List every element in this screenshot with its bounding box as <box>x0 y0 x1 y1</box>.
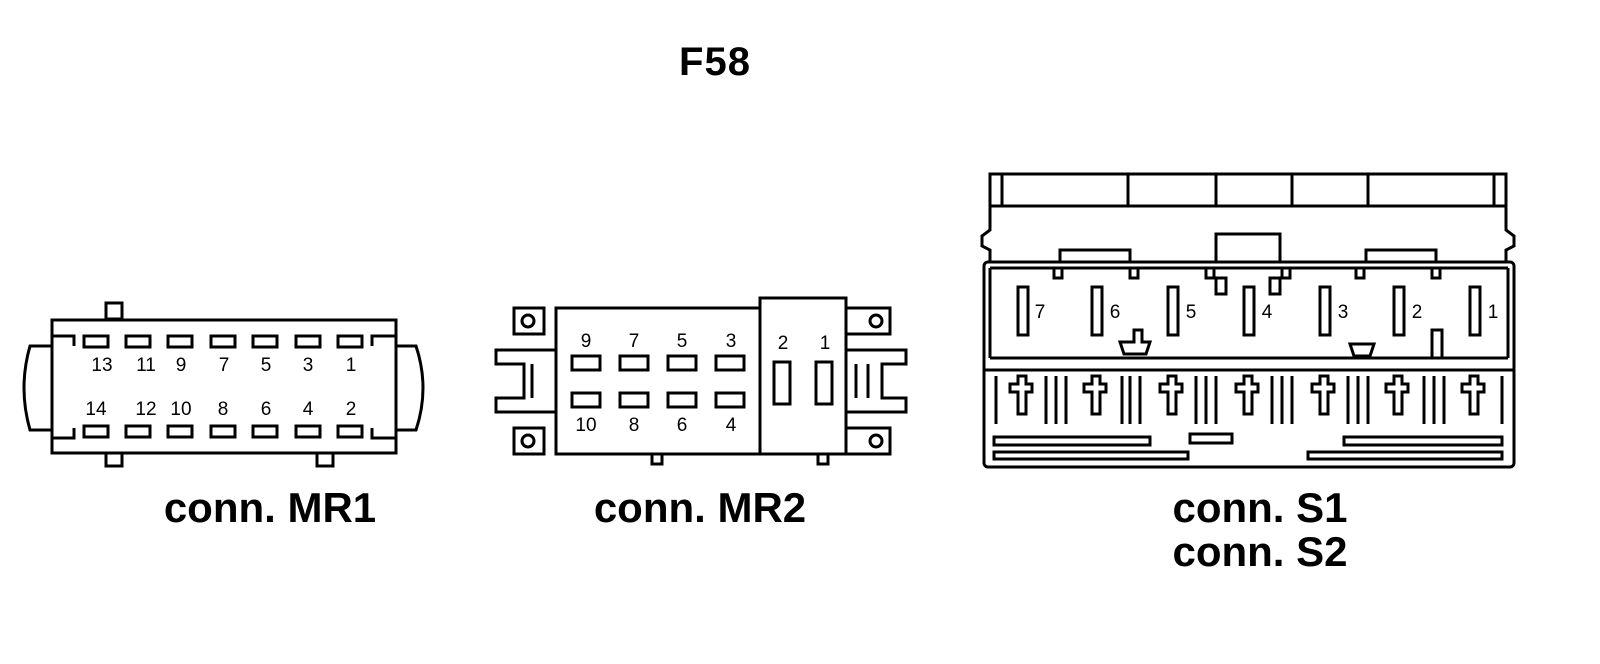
mr1-top-slots <box>82 334 364 349</box>
caption-conn-s1: conn. S1 <box>1172 484 1348 531</box>
mr1-pin-label: 7 <box>219 355 230 376</box>
mr2-pin-label: 2 <box>778 333 789 354</box>
connector-s <box>980 172 1516 469</box>
s-pin-label: 1 <box>1488 302 1499 323</box>
mr1-housing <box>50 318 398 455</box>
mr1-pin-label: 4 <box>303 399 314 420</box>
mr1-top-tab <box>104 301 124 321</box>
connector-mr2 <box>494 296 908 466</box>
mr1-pin-label: 10 <box>170 399 191 420</box>
s-cross-terminals <box>1008 374 1486 416</box>
mr2-screw-hole <box>520 433 536 449</box>
mr2-pin-label: 8 <box>629 415 640 436</box>
mr2-screw-hole <box>868 313 884 329</box>
mr1-pin-label: 6 <box>261 399 272 420</box>
diagram-title: F58 <box>679 40 751 84</box>
mr2-pin-label: 3 <box>726 331 737 352</box>
mr1-pin-label: 1 <box>346 355 357 376</box>
mr2-pin-label: 6 <box>677 415 688 436</box>
mr1-pin-label: 13 <box>91 355 112 376</box>
caption-conn-mr2: conn. MR2 <box>593 484 807 531</box>
mr2-pin-label: 7 <box>629 331 640 352</box>
mr2-ear-tr <box>844 306 892 336</box>
mr1-pin-label: 8 <box>218 399 229 420</box>
mr2-bottom-slots <box>570 391 746 409</box>
s-pin-label: 2 <box>1412 302 1423 323</box>
mr2-top-slots <box>570 354 746 372</box>
mr2-ear-tl <box>512 306 546 336</box>
caption-conn-mr1: conn. MR1 <box>163 484 377 531</box>
mr2-pin-label: 9 <box>581 331 592 352</box>
mr2-pin-label: 4 <box>726 415 737 436</box>
s-pin-label: 7 <box>1035 302 1046 323</box>
mr2-pin-label: 10 <box>575 415 596 436</box>
s-pin-label: 5 <box>1186 302 1197 323</box>
s-center-latch <box>1214 232 1282 266</box>
s-bottom-rails <box>992 432 1504 461</box>
mr2-left-clip <box>494 348 558 414</box>
mr1-right-latch <box>396 344 425 432</box>
s-pin-label: 6 <box>1110 302 1121 323</box>
mr1-pin-label: 12 <box>135 399 156 420</box>
mr1-bottom-slots <box>82 424 364 439</box>
mr2-side-slots <box>772 360 834 406</box>
mr1-pin-label: 14 <box>85 399 107 420</box>
mr2-pin-label: 5 <box>677 331 688 352</box>
mr1-pin-label: 3 <box>303 355 314 376</box>
mr1-pin-label: 5 <box>261 355 272 376</box>
s-pin-label: 3 <box>1338 302 1349 323</box>
connector-mr1 <box>22 301 425 468</box>
mr1-pin-label: 2 <box>346 399 357 420</box>
s-housing <box>982 260 1516 469</box>
mr2-housing <box>554 306 762 456</box>
mr1-left-latch <box>22 344 52 432</box>
mr2-screw-hole <box>868 433 884 449</box>
s-notches <box>1052 266 1442 296</box>
mr1-corner-marks <box>66 334 380 440</box>
s-pin-label: 4 <box>1262 302 1273 323</box>
s-terminal-slots <box>1016 285 1482 337</box>
caption-conn-s2: conn. S2 <box>1172 528 1348 575</box>
mr2-right-clip <box>844 348 908 414</box>
mr2-ear-bl <box>512 426 546 456</box>
mr1-pin-label: 11 <box>136 355 156 376</box>
mr1-pin-label: 9 <box>176 355 187 376</box>
mr2-pin-label: 1 <box>820 333 831 354</box>
mr2-screw-hole <box>520 313 536 329</box>
s-lower-cavities <box>994 376 1504 424</box>
